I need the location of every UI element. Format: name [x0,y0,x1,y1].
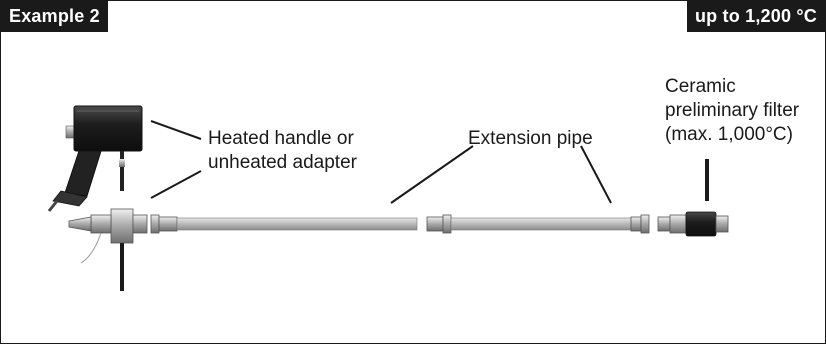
example-tag: Example 2 [1,1,108,32]
filter-label-line3: (max. 1,000°C) [665,124,793,145]
extension-pipe-2 [450,217,632,231]
ceramic-filter [657,211,729,237]
extension-pipe-label: Extension pipe [468,128,593,149]
filter-label-line2: preliminary filter [665,100,800,121]
handle-label-line2: unheated adapter [208,152,357,173]
temperature-tag: up to 1,200 °C [686,1,825,32]
leader-line-pipe-2 [580,145,612,204]
pipe-coupling-1 [150,214,178,234]
handle-label-line1: Heated handle or [208,128,354,149]
heated-handle [47,105,143,212]
leader-line-pipe-1 [390,145,474,204]
pipe-coupling-3 [630,214,650,234]
filter-label-line1: Ceramic [665,76,736,97]
unheated-adapter [68,208,148,291]
leader-line-handle [150,120,202,140]
leader-line-adapter [150,170,202,199]
pipe-coupling-2 [426,214,452,234]
extension-pipe-1 [176,217,418,231]
